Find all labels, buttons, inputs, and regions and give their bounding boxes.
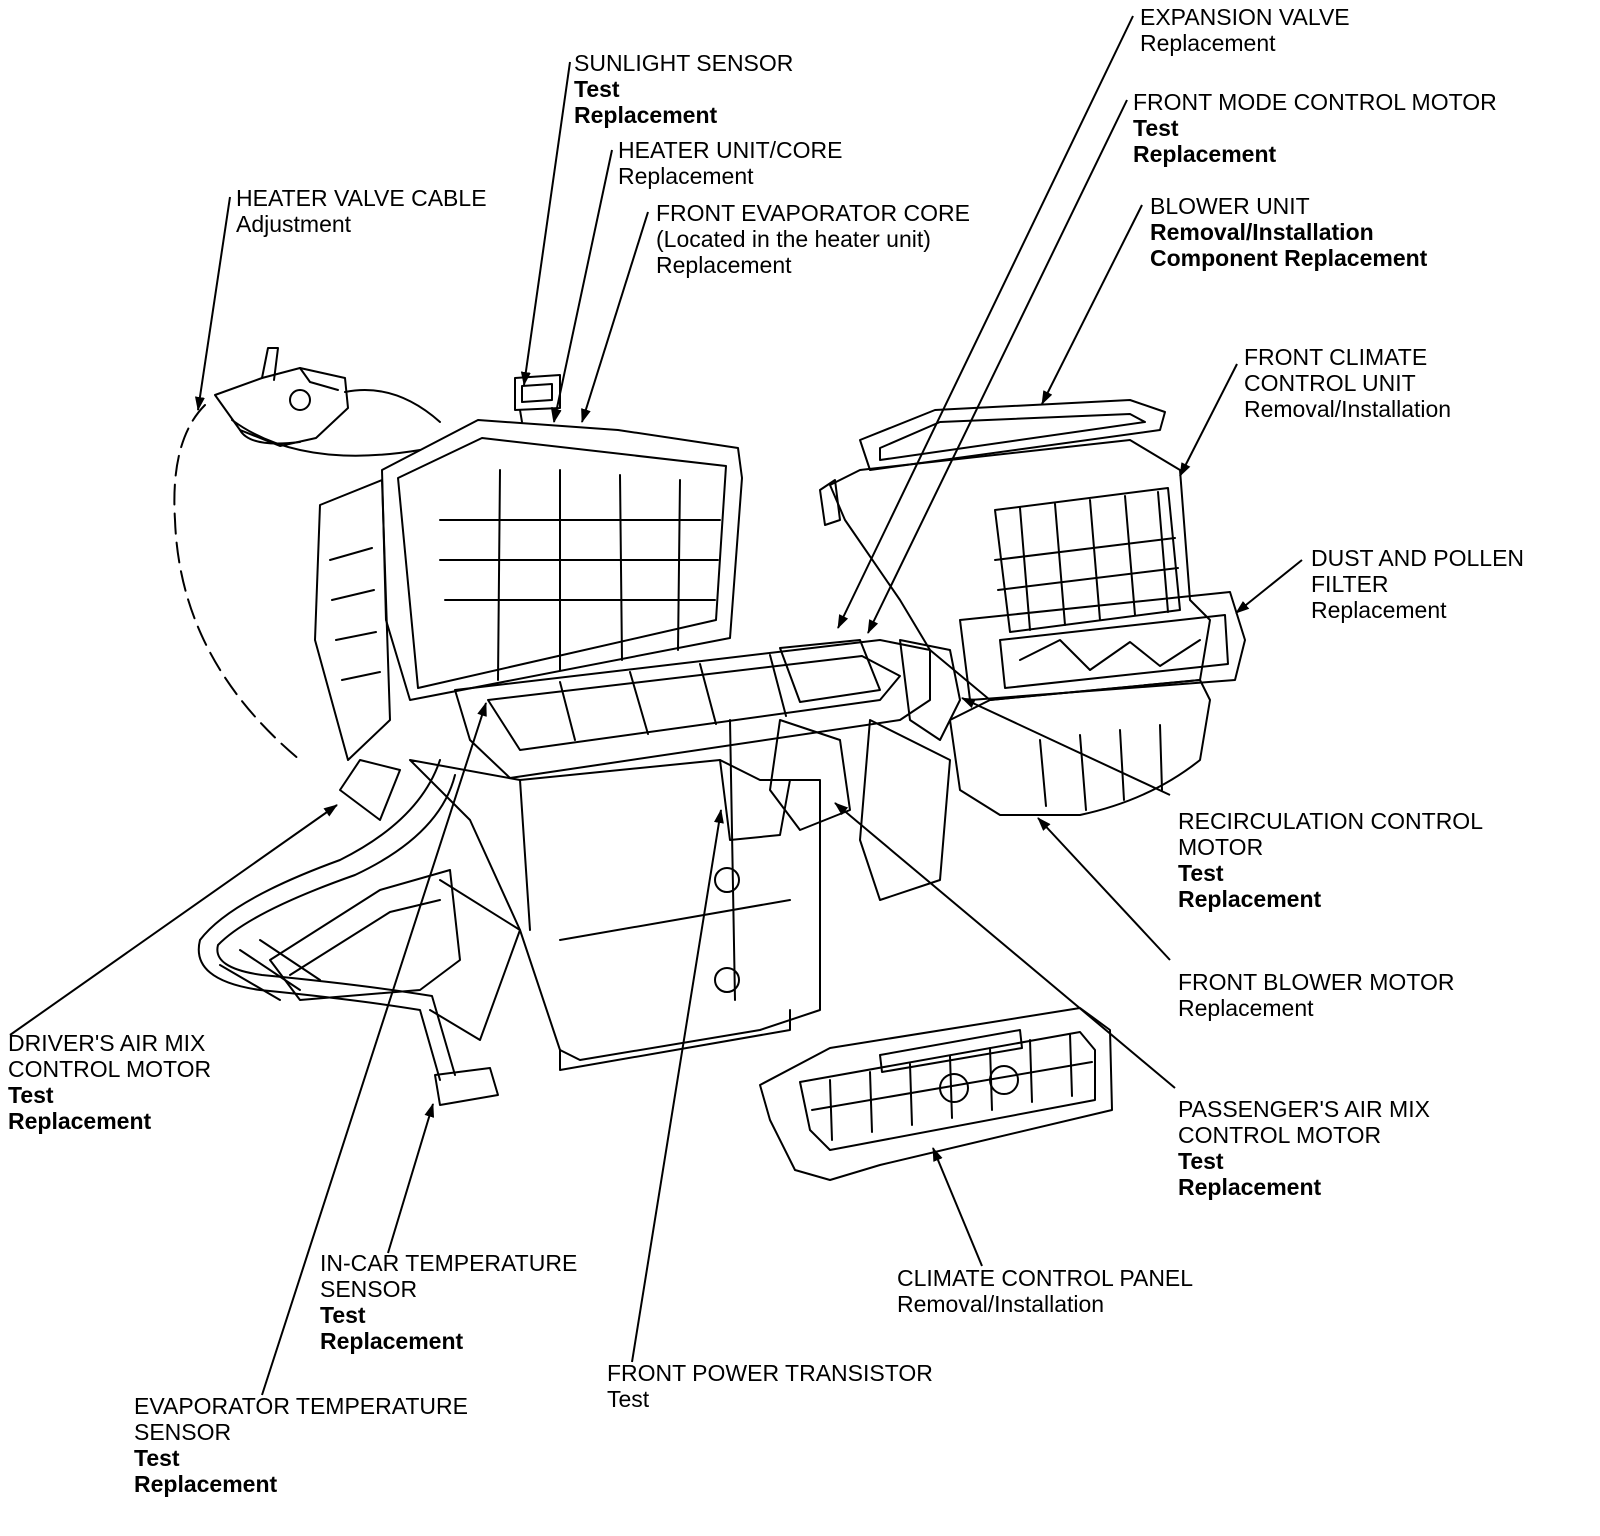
callout-heater-valve-cable: HEATER VALVE CABLE Adjustment: [236, 185, 487, 237]
callout-line: Component Replacement: [1150, 245, 1428, 271]
line-art: [173, 347, 1246, 1181]
callout-title: SUNLIGHT SENSOR: [574, 50, 794, 76]
callout-in-car-temperature-sensor: IN-CAR TEMPERATURE SENSOR Test Replaceme…: [320, 1250, 577, 1354]
callout-line: CONTROL MOTOR: [1178, 1122, 1382, 1148]
callout-title: FRONT BLOWER MOTOR: [1178, 969, 1455, 995]
callout-title: EXPANSION VALVE: [1140, 4, 1350, 30]
callout-title: PASSENGER'S AIR MIX: [1178, 1096, 1430, 1122]
callout-line: Replacement: [656, 252, 792, 278]
callout-line: Removal/Installation: [897, 1291, 1105, 1317]
callout-title: FRONT MODE CONTROL MOTOR: [1133, 89, 1497, 115]
leader-lines: [9, 15, 1303, 1396]
leader-front-climate-control-unit: [1179, 363, 1238, 477]
callout-drivers-air-mix-control-motor: DRIVER'S AIR MIX CONTROL MOTOR Test Repl…: [8, 1030, 211, 1134]
heater-valve-cable-part: [173, 347, 441, 761]
leader-heater-valve-cable: [194, 196, 231, 411]
callout-line: SENSOR: [320, 1276, 418, 1302]
leader-expansion-valve: [837, 15, 1134, 629]
callout-heater-unit-core: HEATER UNIT/CORE Replacement: [618, 137, 842, 189]
callout-title: FRONT EVAPORATOR CORE: [656, 200, 970, 226]
callout-line: SENSOR: [134, 1419, 232, 1445]
callout-sunlight-sensor: SUNLIGHT SENSOR Test Replacement: [574, 50, 793, 128]
callout-title: BLOWER UNIT: [1150, 193, 1310, 219]
leader-front-blower-motor: [1037, 817, 1171, 961]
harness-part: [197, 759, 521, 1106]
callout-line: Replacement: [1311, 597, 1447, 623]
blower-unit-part: [819, 399, 1246, 816]
callout-recirculation-control-motor: RECIRCULATION CONTROL MOTOR Test Replace…: [1178, 808, 1483, 912]
callout-line: Removal/Installation: [1244, 396, 1452, 422]
leader-climate-control-panel: [932, 1147, 983, 1267]
callout-line: Test: [1178, 860, 1224, 886]
callout-line: FILTER: [1311, 571, 1389, 597]
callout-passengers-air-mix-control-motor: PASSENGER'S AIR MIX CONTROL MOTOR Test R…: [1178, 1096, 1430, 1200]
callout-title: HEATER UNIT/CORE: [618, 137, 843, 163]
callout-line: Replacement: [1178, 995, 1314, 1021]
callout-climate-control-panel: CLIMATE CONTROL PANEL Removal/Installati…: [897, 1265, 1193, 1317]
callout-title: FRONT CLIMATE: [1244, 344, 1428, 370]
callout-line: Replacement: [1178, 1174, 1322, 1200]
leader-heater-unit-core: [551, 149, 613, 423]
heater-unit-part: [314, 419, 951, 1071]
callout-blower-unit: BLOWER UNIT Removal/Installation Compone…: [1150, 193, 1427, 271]
callout-line: Test: [607, 1386, 650, 1412]
callout-line: Test: [134, 1445, 180, 1471]
leader-blower-unit: [1041, 204, 1143, 405]
callout-line: (Located in the heater unit): [656, 226, 931, 252]
callout-line: Replacement: [1140, 30, 1276, 56]
callout-title: IN-CAR TEMPERATURE: [320, 1250, 578, 1276]
callout-dust-pollen-filter: DUST AND POLLEN FILTER Replacement: [1311, 545, 1524, 623]
callout-line: Test: [320, 1302, 366, 1328]
callout-title: DUST AND POLLEN: [1311, 545, 1525, 571]
callout-title: FRONT POWER TRANSISTOR: [607, 1360, 933, 1386]
callout-line: CONTROL UNIT: [1244, 370, 1416, 396]
leader-sunlight-sensor: [520, 61, 571, 386]
callout-title: RECIRCULATION CONTROL: [1178, 808, 1483, 834]
callout-expansion-valve: EXPANSION VALVE Replacement: [1140, 4, 1350, 56]
leader-front-power-transistor: [631, 809, 724, 1363]
callout-title: HEATER VALVE CABLE: [236, 185, 487, 211]
callout-line: Replacement: [618, 163, 754, 189]
leader-drivers-air-mix-control-motor: [9, 804, 338, 1036]
callout-line: Replacement: [1133, 141, 1277, 167]
sunlight-sensor-part: [514, 374, 561, 423]
callout-line: Test: [574, 76, 620, 102]
callout-line: Replacement: [8, 1108, 152, 1134]
leader-front-mode-control-motor: [867, 99, 1128, 634]
callout-front-mode-control-motor: FRONT MODE CONTROL MOTOR Test Replacemen…: [1133, 89, 1497, 167]
callout-line: Test: [1133, 115, 1179, 141]
callout-line: Test: [1178, 1148, 1224, 1174]
callout-front-power-transistor: FRONT POWER TRANSISTOR Test: [607, 1360, 933, 1412]
callout-front-evaporator-core: FRONT EVAPORATOR CORE (Located in the he…: [656, 200, 970, 278]
callout-line: Adjustment: [236, 211, 352, 237]
callout-front-climate-control-unit: FRONT CLIMATE CONTROL UNIT Removal/Insta…: [1244, 344, 1451, 422]
leader-in-car-temperature-sensor: [387, 1103, 435, 1254]
callout-title: EVAPORATOR TEMPERATURE: [134, 1393, 468, 1419]
leader-recirculation-control-motor: [961, 697, 1171, 796]
callout-line: MOTOR: [1178, 834, 1264, 860]
leader-dust-pollen-filter: [1235, 559, 1303, 614]
callout-line: Test: [8, 1082, 54, 1108]
callout-evaporator-temperature-sensor: EVAPORATOR TEMPERATURE SENSOR Test Repla…: [134, 1393, 468, 1497]
callout-line: Replacement: [574, 102, 718, 128]
climate-control-panel-part: [759, 1007, 1113, 1181]
callout-front-blower-motor: FRONT BLOWER MOTOR Replacement: [1178, 969, 1454, 1021]
leader-front-evaporator-core: [581, 211, 649, 423]
callout-title: DRIVER'S AIR MIX: [8, 1030, 206, 1056]
callout-line: Removal/Installation: [1150, 219, 1374, 245]
callout-line: Replacement: [320, 1328, 464, 1354]
callout-line: Replacement: [1178, 886, 1322, 912]
callout-line: CONTROL MOTOR: [8, 1056, 212, 1082]
callout-line: Replacement: [134, 1471, 278, 1497]
leader-evaporator-temperature-sensor: [261, 702, 487, 1396]
leader-passengers-air-mix-control-motor: [834, 802, 1176, 1089]
callout-title: CLIMATE CONTROL PANEL: [897, 1265, 1194, 1291]
